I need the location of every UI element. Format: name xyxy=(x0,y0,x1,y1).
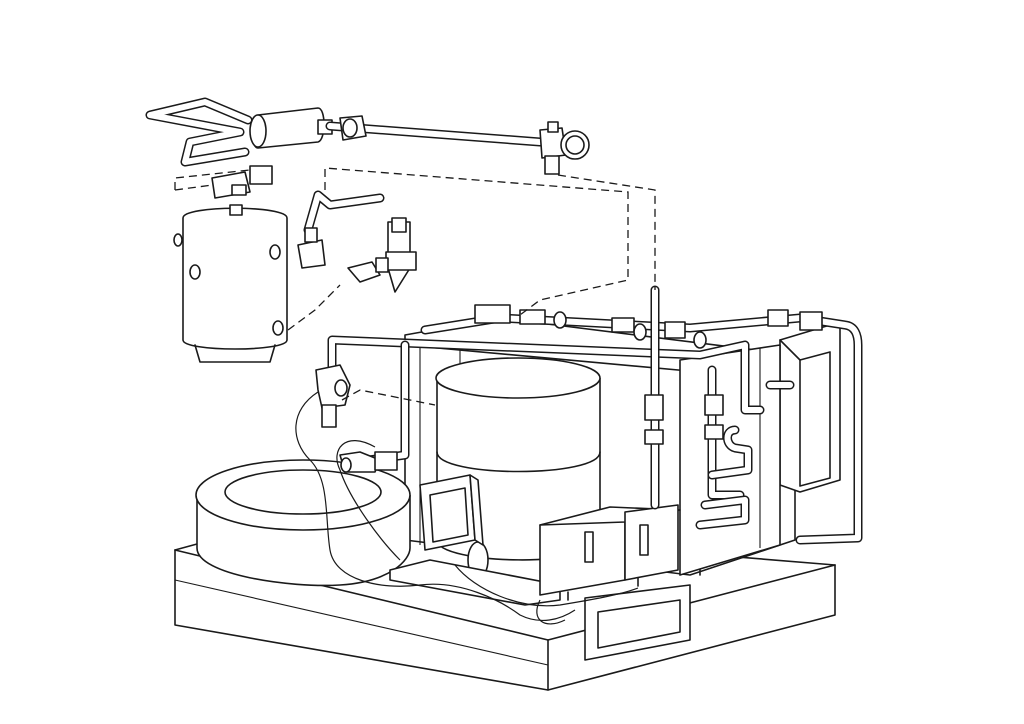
service-valve xyxy=(315,364,398,473)
filter-drier xyxy=(249,107,333,149)
sight-glass xyxy=(325,115,545,147)
lower-duct xyxy=(584,584,691,661)
expansion-valve xyxy=(539,121,590,175)
condenser-coil xyxy=(679,321,841,576)
liquid-receiver xyxy=(173,204,288,363)
fan-housing xyxy=(195,459,411,587)
pipe-fittings xyxy=(474,304,823,445)
electrical-terminal-box xyxy=(419,474,484,551)
evaporator-coil-loop xyxy=(145,97,253,167)
piping xyxy=(327,285,863,545)
connection-lines xyxy=(174,167,656,406)
pressure-control-valve xyxy=(347,217,417,293)
capillary-tube xyxy=(297,190,385,269)
solenoid-valve xyxy=(211,165,273,199)
wiring xyxy=(295,391,639,625)
pressure-switch xyxy=(539,504,681,601)
